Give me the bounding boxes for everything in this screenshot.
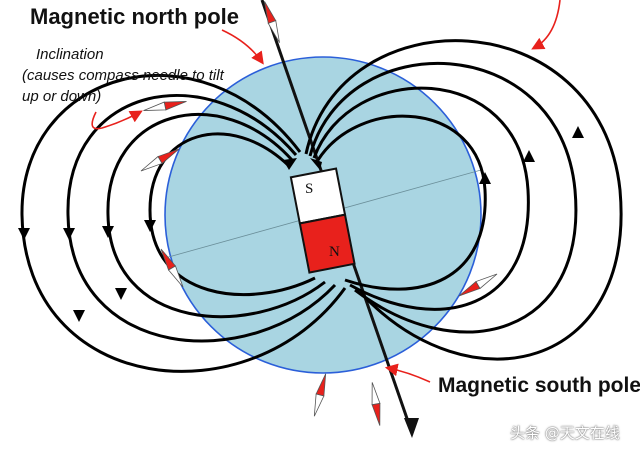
field-arrowhead-icon — [18, 228, 30, 240]
inclination-pointer-arrow — [91, 110, 143, 130]
field-line — [106, 113, 326, 319]
field-line — [66, 94, 337, 343]
magnet-north-half — [298, 213, 356, 274]
field-line — [304, 39, 623, 361]
inclination-line-3: up or down) — [22, 88, 102, 105]
top-right-pointer-arrow — [531, 0, 561, 50]
compass-needle-icon — [143, 101, 187, 111]
field-arrowhead-icon — [479, 172, 491, 184]
field-arrowhead-icon — [283, 158, 297, 170]
bar-magnet — [289, 167, 356, 274]
inclination-line-1: Inclination — [36, 46, 104, 63]
field-arrowhead-icon — [572, 126, 584, 138]
field-arrowhead-icon — [63, 228, 75, 240]
compass-needle-icon — [264, 1, 280, 43]
field-line — [148, 132, 316, 297]
compass-needle-icon — [313, 373, 327, 417]
field-line — [20, 73, 347, 373]
compass-needle-icon — [458, 273, 498, 297]
north-pole-label: Magnetic north pole — [30, 4, 239, 29]
axis-arrowhead — [404, 418, 419, 438]
field-lines-left — [20, 73, 347, 373]
south-pole-pointer-arrow — [384, 363, 431, 383]
field-arrowhead-icon — [102, 226, 114, 238]
watermark: 头条 @天文在线 — [510, 424, 620, 442]
north-pole-pointer-arrow — [221, 29, 264, 65]
compass-needle-icon — [371, 382, 381, 426]
magnet-south-letter: S — [305, 181, 314, 197]
field-line — [316, 114, 487, 291]
field-line — [308, 61, 578, 334]
field-lines-right — [304, 39, 623, 361]
compass-needles — [140, 1, 498, 426]
compass-needle-icon — [160, 248, 184, 288]
field-arrowhead-icon — [144, 220, 156, 232]
magnet-south-half — [289, 167, 347, 225]
south-pole-label: Magnetic south pole — [438, 374, 640, 397]
field-arrowhead-icon — [310, 158, 322, 170]
field-arrowhead-icon — [73, 310, 85, 322]
annotation-arrows — [91, 0, 561, 383]
field-arrowhead-icon — [115, 288, 127, 300]
field-arrowhead-icon — [523, 150, 535, 162]
field-line — [312, 86, 530, 311]
inclination-line-2: (causes compass needle to tilt — [22, 67, 224, 84]
field-arrowheads — [18, 126, 584, 322]
magnet-north-letter: N — [329, 244, 340, 260]
compass-needle-icon — [140, 148, 180, 172]
